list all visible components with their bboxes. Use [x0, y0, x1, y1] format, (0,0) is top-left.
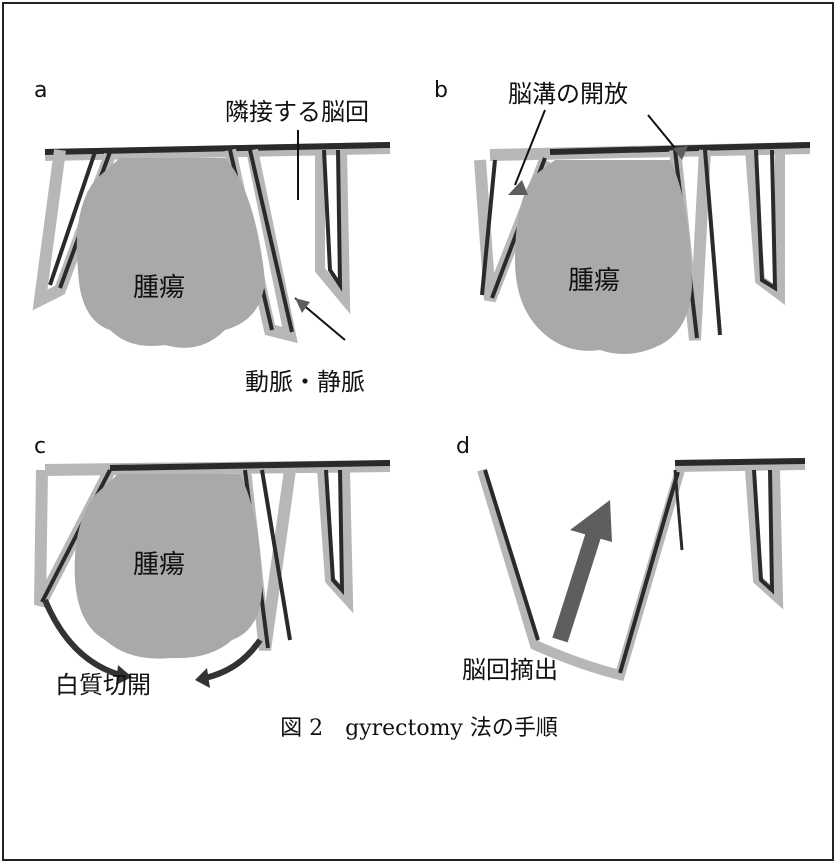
- callout-gyrus-removal: 脳回摘出: [462, 658, 558, 682]
- panel-a-drawing: [0, 0, 420, 430]
- figure-caption: 図 2 gyrectomy 法の手順: [0, 710, 838, 742]
- callout-line-right: [648, 115, 675, 148]
- removal-arrow-head: [570, 500, 612, 542]
- panel-c: c 腫瘍 白質切開: [0, 430, 420, 710]
- tumor: [77, 158, 265, 348]
- panel-label: c: [34, 436, 46, 458]
- panel-a: a 隣接する脳回 腫瘍 動脈・静脈: [0, 0, 420, 430]
- arrowhead-bottom: [295, 298, 310, 313]
- removal-arrow-shaft: [560, 530, 595, 640]
- callout-artery-vein: 動脈・静脈: [245, 370, 365, 394]
- tumor: [515, 160, 692, 354]
- tumor-label: 腫瘍: [133, 552, 185, 578]
- panel-b-drawing: [420, 0, 838, 430]
- panel-label: d: [456, 436, 470, 458]
- callout-sulcus-opening: 脳溝の開放: [508, 82, 628, 106]
- tumor-label: 腫瘍: [568, 268, 620, 294]
- panel-c-drawing: [0, 430, 420, 710]
- callout-adjacent-gyrus: 隣接する脳回: [225, 100, 369, 124]
- panel-b: b 脳溝の開放 腫瘍: [420, 0, 838, 430]
- callout-white-matter-incision: 白質切開: [55, 673, 151, 697]
- panel-label: b: [434, 80, 448, 102]
- panel-label: a: [34, 80, 47, 102]
- panel-d: d 脳回摘出: [420, 430, 838, 710]
- arrowhead-left: [508, 180, 528, 195]
- tumor-label: 腫瘍: [133, 275, 185, 301]
